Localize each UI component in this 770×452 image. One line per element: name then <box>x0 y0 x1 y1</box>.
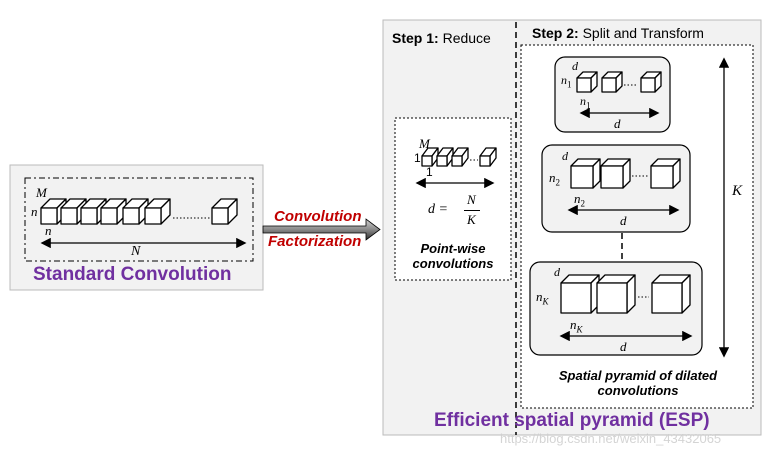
kernel-cube <box>122 198 149 225</box>
pointwise-cube <box>479 147 497 167</box>
pointwise-cube <box>436 147 454 167</box>
levelK-kernels <box>560 274 691 314</box>
level1-kernels <box>576 71 662 93</box>
label-M: M <box>36 185 47 200</box>
pointwise-label-1-side: 1 <box>414 151 421 165</box>
pyramid-caption: Spatial pyramid of dilated convolutions <box>525 368 751 398</box>
label-n-side: n <box>31 204 38 219</box>
l2-cube <box>600 158 631 189</box>
l1-cube <box>601 71 623 93</box>
l2-d-bottom: d <box>620 213 627 228</box>
l2-cube <box>570 158 601 189</box>
watermark: https://blog.csdn.net/weixin_43432065 <box>500 431 722 446</box>
step2-label: Step 2: <box>532 25 579 41</box>
arrow-label-line1: Convolution <box>274 208 362 225</box>
lK-n-side: nK <box>536 289 549 307</box>
lK-cube <box>596 274 636 314</box>
step1-text: Reduce <box>438 30 491 46</box>
l1-cube <box>640 71 662 93</box>
kernel-cube <box>211 198 238 225</box>
l1-cube <box>576 71 598 93</box>
pointwise-frame <box>394 117 512 281</box>
arrow-label-line2: Factorization <box>268 233 362 250</box>
label-n-bottom: n <box>45 223 52 238</box>
pointwise-label-1-bottom: 1 <box>426 165 433 179</box>
pointwise-caption: Point-wise convolutions <box>397 241 509 271</box>
factorization-arrow <box>262 218 381 241</box>
pointwise-cube <box>421 147 439 167</box>
step2-heading: Step 2: Split and Transform <box>532 25 704 41</box>
standard-conv-panel <box>9 164 264 291</box>
lK-cube <box>560 274 600 314</box>
l2-n-side: n2 <box>549 170 560 188</box>
l2-n-bottom: n2 <box>574 191 585 209</box>
l2-cube <box>650 158 681 189</box>
kernel-cube <box>100 198 127 225</box>
kernel-cube <box>144 198 171 225</box>
l2-d-top: d <box>562 149 568 163</box>
pyramid-label-K: K <box>732 183 743 199</box>
lK-d-bottom: d <box>620 339 627 354</box>
pyramid-caption-line1: Spatial pyramid of dilated <box>558 368 718 383</box>
standard-conv-title: Standard Convolution <box>33 264 232 285</box>
pointwise-eq-lhs: d = <box>428 202 448 217</box>
step1-heading: Step 1: Reduce <box>392 30 491 46</box>
pointwise-cube <box>451 147 469 167</box>
l1-d-top: d <box>572 59 578 73</box>
step1-label: Step 1: <box>392 30 439 46</box>
pointwise-caption-line2: convolutions <box>412 256 494 271</box>
pyramid-caption-line2: convolutions <box>597 383 679 398</box>
step2-text: Split and Transform <box>578 25 704 41</box>
label-N: N <box>131 244 141 259</box>
esp-title: Efficient spatial pyramid (ESP) <box>434 410 710 431</box>
lK-d-top: d <box>554 265 560 279</box>
standard-conv-dashed-frame <box>24 177 254 262</box>
pointwise-eq-num: N <box>467 192 476 207</box>
l1-n-bottom: n1 <box>580 94 591 111</box>
pointwise-eq-bar <box>464 210 480 211</box>
pointwise-label-M: M <box>419 136 430 151</box>
l1-n-side: n1 <box>561 73 572 90</box>
l1-d-bottom: d <box>614 116 621 131</box>
pointwise-kernels <box>421 147 497 167</box>
lK-cube <box>651 274 691 314</box>
pointwise-eq-den: K <box>467 212 476 227</box>
pointwise-caption-line1: Point-wise <box>420 241 486 256</box>
lK-n-bottom: nK <box>570 317 583 335</box>
level2-kernels <box>570 158 681 189</box>
standard-conv-kernels <box>40 198 238 225</box>
